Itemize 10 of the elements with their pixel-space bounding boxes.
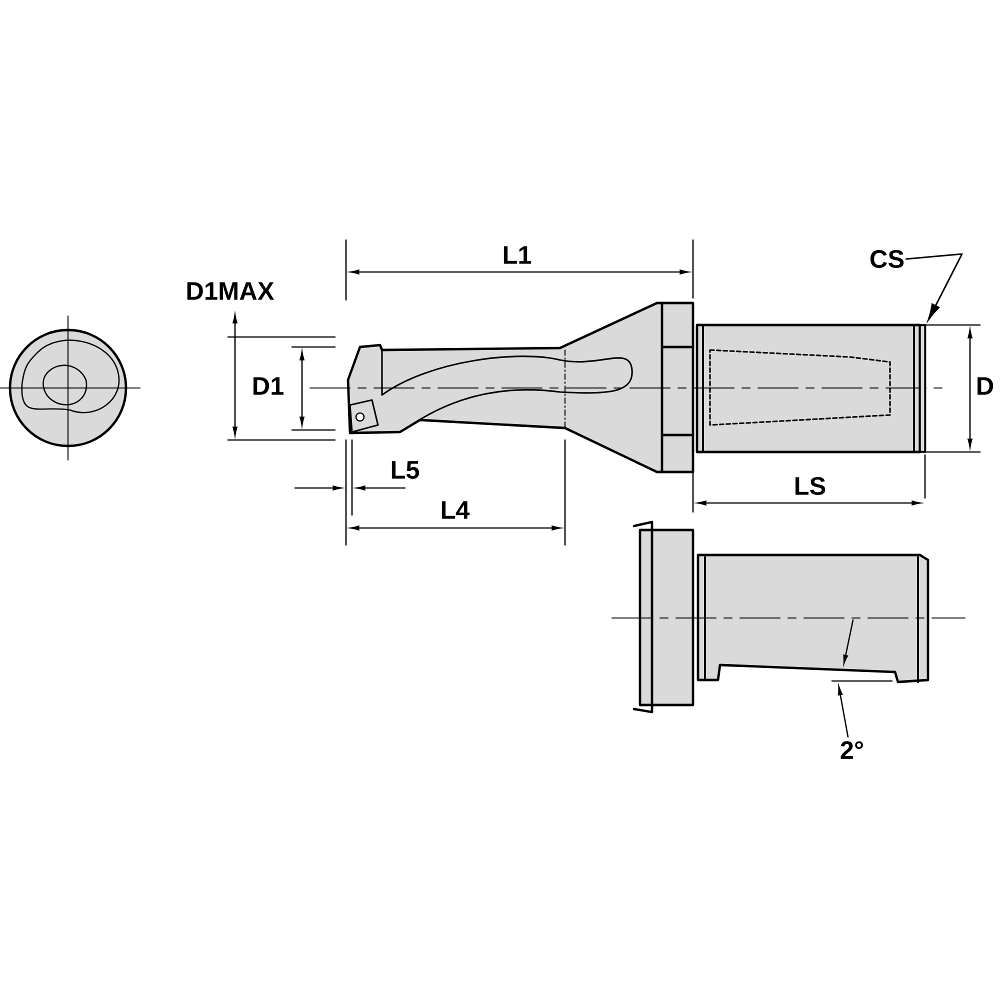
shank-end-ring: [918, 324, 926, 453]
dimension-label: 2°: [840, 741, 864, 759]
callout-label: CS: [870, 250, 904, 268]
dimension-label: L1: [504, 246, 532, 264]
dimension-label: D: [978, 377, 994, 395]
dimension-label: L4: [442, 501, 470, 519]
dimension-label: D1: [254, 377, 284, 395]
dimension-label: LS: [796, 477, 826, 495]
dimension-label: D1MAX: [187, 282, 274, 300]
dimension-label: L5: [392, 461, 420, 479]
